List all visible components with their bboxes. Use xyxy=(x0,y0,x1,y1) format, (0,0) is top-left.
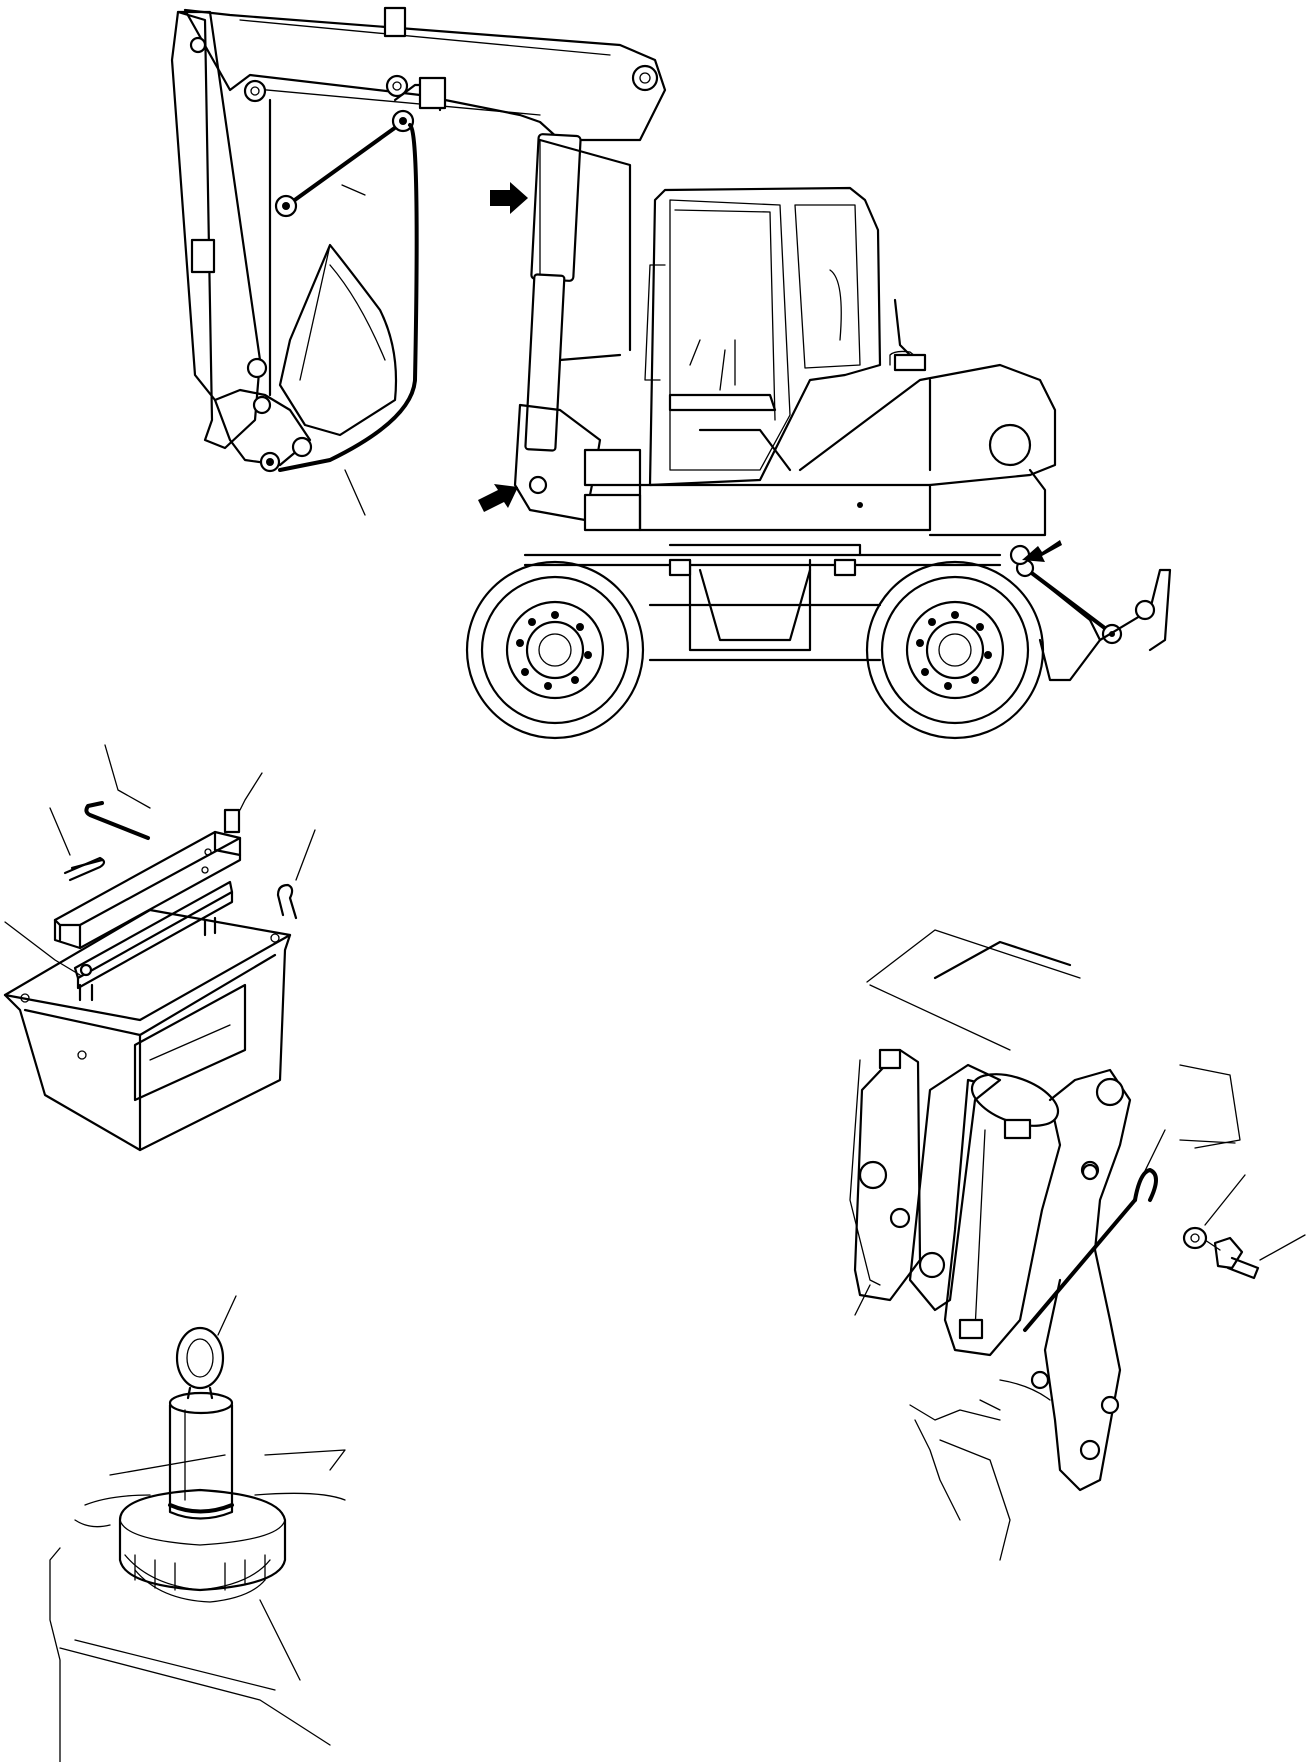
boom xyxy=(183,6,667,142)
rear-wheel xyxy=(865,560,1045,740)
pointer-arrow xyxy=(490,182,528,214)
bucket xyxy=(213,243,398,516)
lock-bar-installed xyxy=(274,109,419,472)
excavator-side-view xyxy=(170,6,1172,740)
undercarriage xyxy=(523,543,1002,662)
cab xyxy=(644,186,912,487)
pointer-arrow xyxy=(478,484,518,512)
front-wheel xyxy=(465,560,645,740)
swing-lock-pin-detail xyxy=(49,1295,346,1762)
pointer-arrow xyxy=(1022,540,1062,562)
upper-structure-body xyxy=(638,350,1057,537)
arm xyxy=(170,10,268,450)
boom-lock-bar-stowed-detail xyxy=(849,929,1306,1561)
boom-cylinder xyxy=(524,133,582,452)
lock-bar-and-toolbox-detail xyxy=(3,744,316,1152)
